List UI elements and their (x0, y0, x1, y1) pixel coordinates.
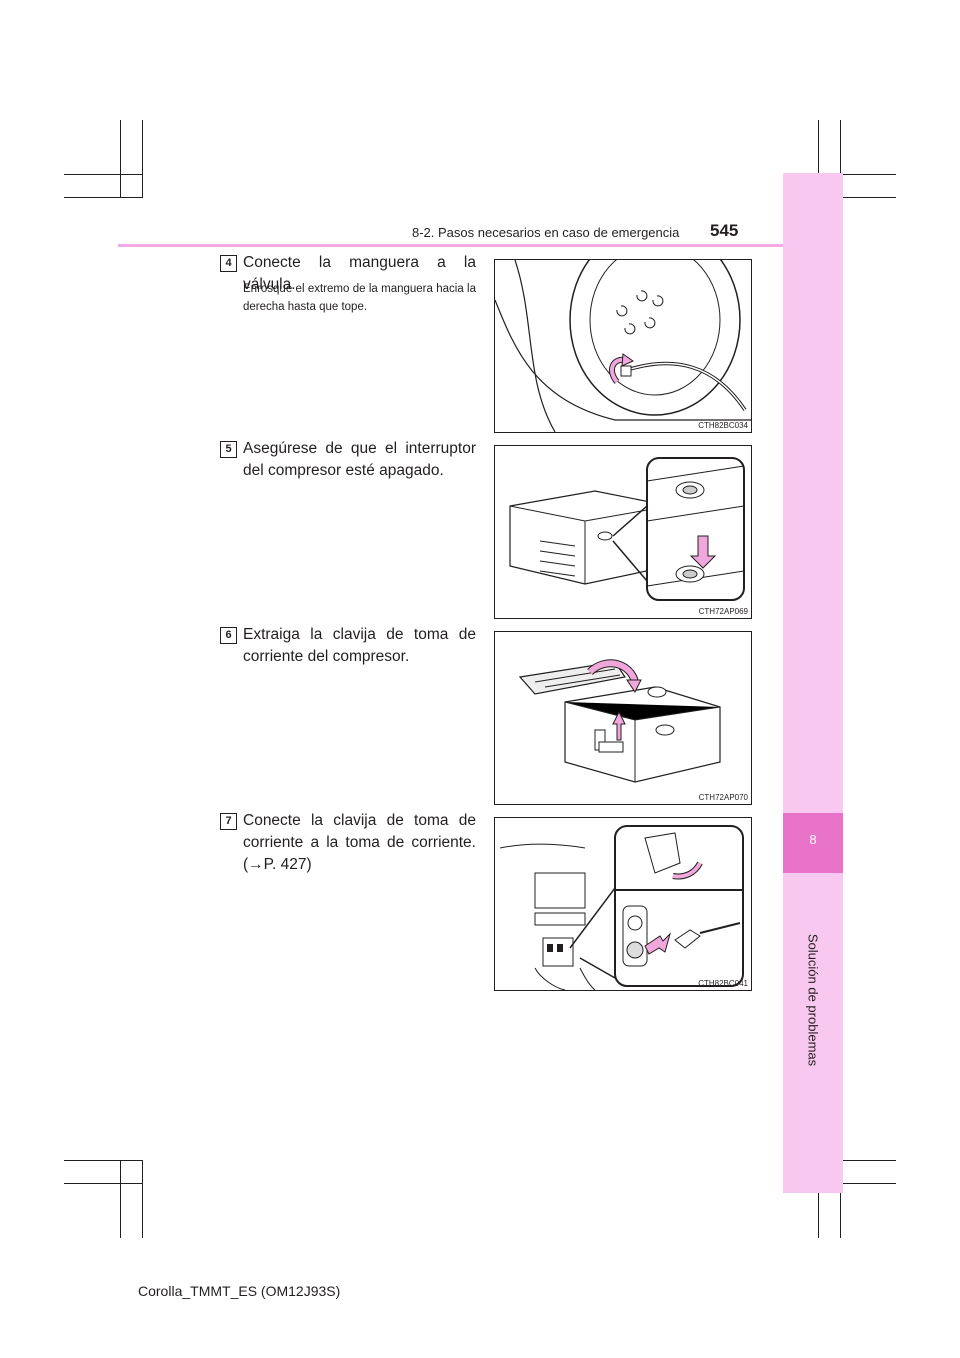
step-instruction: Conecte la clavija de toma de corriente … (243, 812, 476, 873)
figure-power-outlet: CTH82BC041 (494, 817, 752, 991)
compressor-plug-illustration (518, 659, 721, 783)
step-number-badge: 7 (220, 813, 237, 830)
step-number-badge: 5 (220, 441, 237, 458)
figure-hose-valve: CTH82BC034 (494, 259, 752, 433)
step-instruction: Conecte la manguera a la válvula. (243, 254, 476, 293)
figure-code: CTH72AP070 (698, 793, 748, 802)
document-id: Corolla_TMMT_ES (OM12J93S) (138, 1283, 341, 1299)
step-number-badge: 4 (220, 255, 237, 272)
step-number-badge: 6 (220, 627, 237, 644)
chapter-sidebar (783, 173, 843, 1193)
power-outlet-illustration (499, 825, 744, 990)
figure-code: CTH82BC041 (698, 979, 748, 988)
step-detail: Enrosque el extremo de la manguera hacia… (243, 283, 476, 313)
section-title: 8-2. Pasos necesarios en caso de emergen… (412, 225, 680, 240)
page-number: 545 (710, 221, 739, 240)
header-rule (118, 244, 783, 247)
chapter-number: 8 (809, 832, 817, 847)
figure-code: CTH82BC034 (698, 421, 748, 430)
figure-code: CTH72AP069 (698, 607, 748, 616)
figure-power-plug: CTH72AP070 (494, 631, 752, 805)
figure-compressor-switch: CTH72AP069 (494, 445, 752, 619)
tire-valve-illustration (495, 260, 751, 432)
compressor-switch-illustration (509, 457, 745, 601)
chapter-title: Solución de problemas (805, 933, 821, 1067)
chapter-number-block (783, 813, 843, 873)
step-instruction: Extraiga la clavija de toma de corriente… (243, 626, 476, 665)
step-instruction: Asegúrese de que el interruptor del comp… (243, 440, 476, 479)
